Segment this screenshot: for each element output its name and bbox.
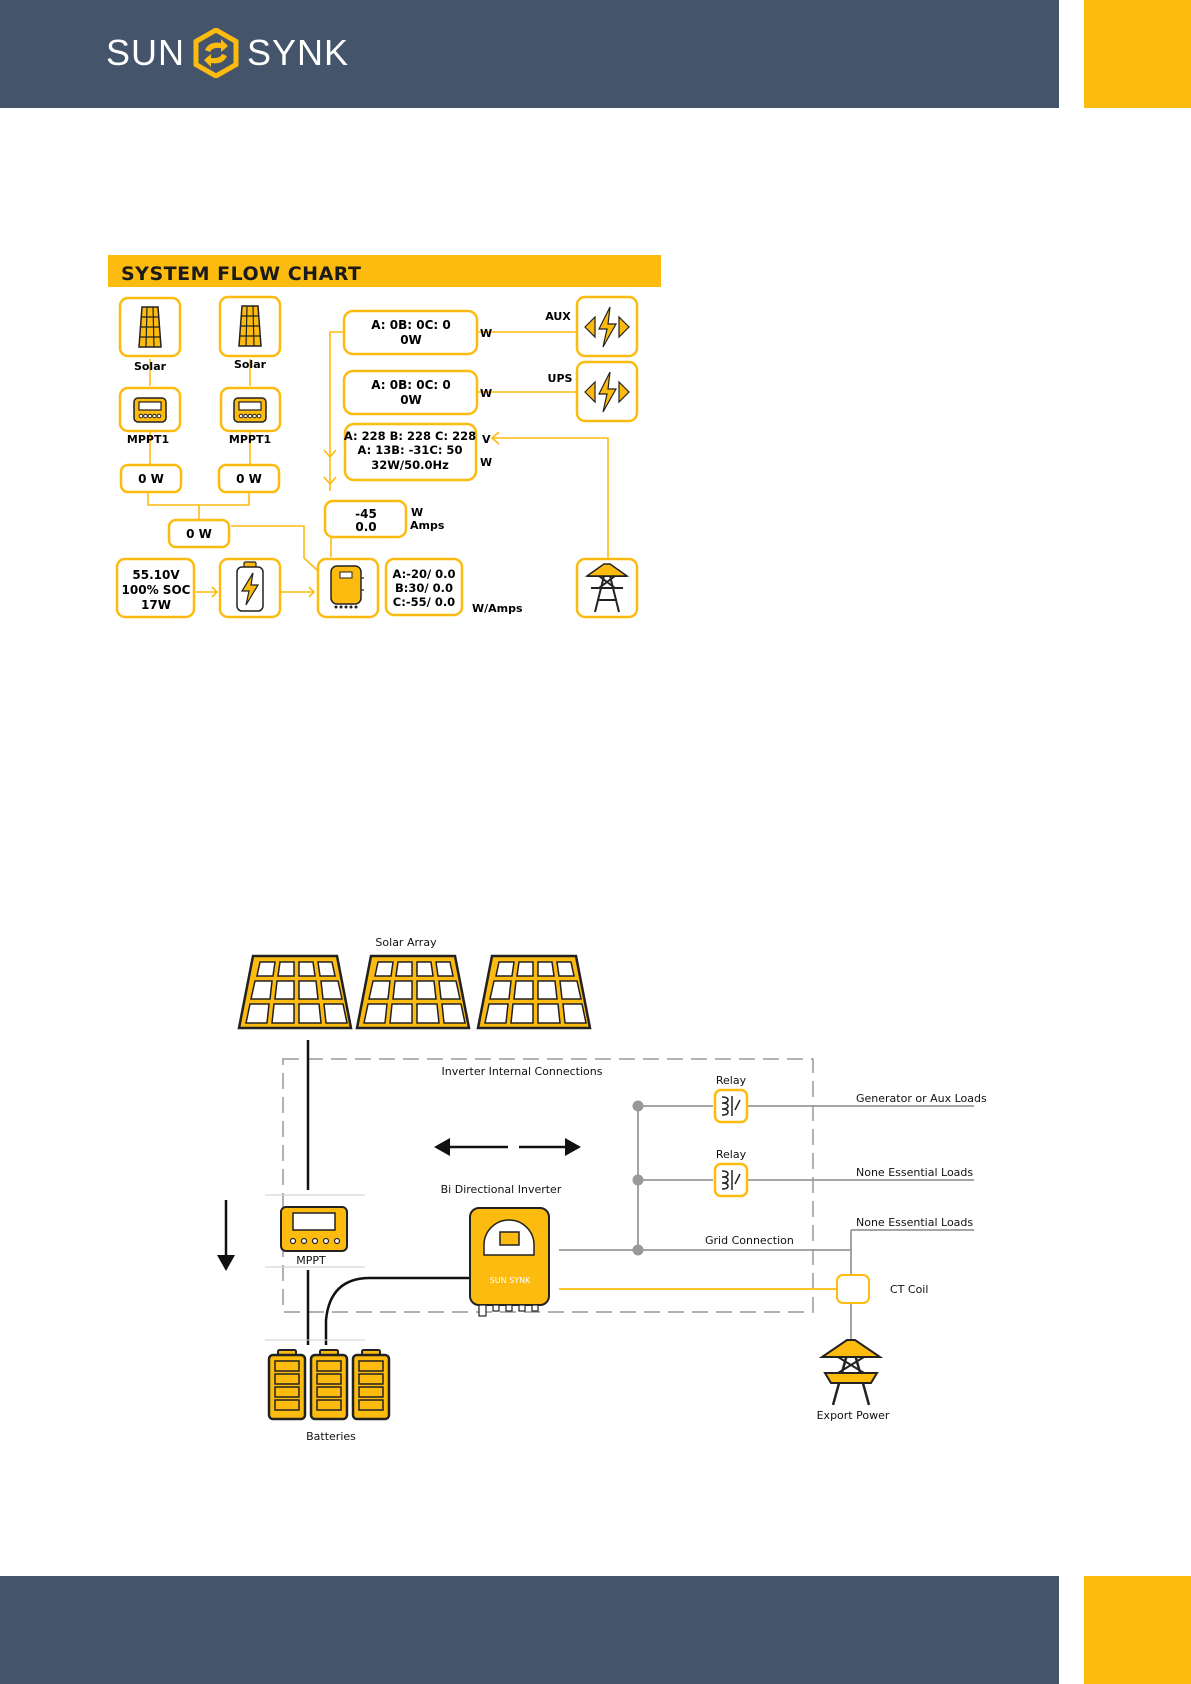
- ups-power: 0W: [400, 393, 422, 407]
- inverter-icon: [330, 565, 364, 609]
- ups-phase-values: A: 0B: 0C: 0: [371, 378, 450, 392]
- footer-accent-tab: [1084, 1576, 1191, 1684]
- battery-icon: [236, 561, 264, 612]
- relay-icon: [713, 1162, 749, 1198]
- bi-directional-inverter-label: Bi Directional Inverter: [441, 1183, 562, 1196]
- aux-power: 0W: [400, 333, 422, 347]
- inverter-power: -45: [355, 507, 377, 521]
- inverter-connection-diagram: Solar Array Inverter Internal Connection…: [217, 936, 987, 1443]
- grid-power-frequency: 32W/50.0Hz: [371, 458, 449, 472]
- battery-icon: [309, 1348, 349, 1421]
- pv1-power-box: [119, 463, 183, 494]
- grid-connection-label: Grid Connection: [705, 1234, 794, 1247]
- mppt-icon: [133, 397, 167, 423]
- header-accent-tab: [1084, 0, 1191, 108]
- solar-label-2: Solar: [234, 358, 267, 371]
- grid-unit-w: W: [480, 456, 492, 469]
- battery-icon: [351, 1348, 391, 1421]
- mppt-icon: [233, 397, 267, 423]
- relay-label-2: Relay: [716, 1148, 747, 1161]
- ups-values-box: [342, 369, 479, 416]
- system-flow-chart: SYSTEM FLOW CHART Solar Solar MPPT1 MPPT…: [108, 255, 661, 619]
- battery-soc: 100% SOC: [122, 583, 191, 597]
- grid-unit-v: V: [482, 433, 491, 446]
- bus-junction: [632, 1244, 644, 1256]
- none-essential-loads-label-1: None Essential Loads: [856, 1166, 973, 1179]
- grid-currents: A: 13B: -31C: 50: [358, 443, 463, 457]
- inverter-unit-w: W: [411, 506, 423, 519]
- logo-text-left: SUN: [106, 32, 186, 73]
- phase-a-value: A:-20/ 0.0: [392, 567, 455, 581]
- inverter-brand-text: SUN SYNK: [490, 1276, 531, 1285]
- phase-b-value: B:30/ 0.0: [395, 581, 453, 595]
- flow-chart-title: SYSTEM FLOW CHART: [121, 263, 362, 285]
- bus-junction: [632, 1100, 644, 1112]
- phase-c-value: C:-55/ 0.0: [393, 595, 455, 609]
- phase-unit: W/Amps: [472, 602, 523, 615]
- bus-junction: [632, 1174, 644, 1186]
- aux-values-box: [342, 309, 479, 356]
- solar-panel-icon: [138, 306, 162, 348]
- flow-chart-title-bar: [108, 255, 661, 287]
- logo-text-right: SYNK: [247, 32, 350, 73]
- battery-power: 17W: [141, 598, 171, 612]
- solar-array-panel-icon: [237, 954, 353, 1030]
- inverter-unit-amps: Amps: [410, 519, 445, 532]
- solar-panel-icon: [238, 305, 262, 347]
- internal-connections-label: Inverter Internal Connections: [442, 1065, 603, 1078]
- ct-coil-label: CT Coil: [890, 1283, 928, 1296]
- pv2-power-box: [217, 463, 281, 494]
- down-arrow-icon: [217, 1200, 235, 1271]
- inverter-internal-boundary: [282, 1058, 814, 1313]
- mppt-label-2: MPPT1: [229, 433, 271, 446]
- battery-icon: [267, 1348, 307, 1421]
- aux-unit: W: [480, 327, 492, 340]
- mppt-label: MPPT: [296, 1254, 326, 1267]
- battery-info-box: [115, 557, 196, 619]
- pv-total-box: [167, 518, 231, 549]
- phase-values-box: [384, 557, 464, 617]
- generator-aux-loads-label: Generator or Aux Loads: [856, 1092, 987, 1105]
- battery-voltage: 55.10V: [132, 568, 180, 582]
- pv2-power: 0 W: [236, 472, 262, 486]
- aux-label: AUX: [545, 310, 571, 323]
- page-footer-bar: [0, 1576, 1059, 1684]
- pv1-power: 0 W: [138, 472, 164, 486]
- relay-icon: [713, 1088, 749, 1124]
- inverter-current: 0.0: [355, 520, 376, 534]
- solar-array-label: Solar Array: [375, 936, 437, 949]
- solar-array-panel-icon: [355, 954, 471, 1030]
- inverter-unit-icon: [469, 1207, 550, 1317]
- solar-label-1: Solar: [134, 360, 167, 373]
- sunsynk-logo-icon: [193, 28, 239, 78]
- sunsynk-logo: SUN SYNK: [106, 26, 349, 80]
- grid-values-box: [343, 422, 478, 482]
- export-power-label: Export Power: [817, 1409, 890, 1422]
- batteries-label: Batteries: [306, 1430, 356, 1443]
- ct-coil-icon: [836, 1274, 870, 1304]
- mppt-unit-icon: [280, 1206, 348, 1252]
- none-essential-loads-label-2: None Essential Loads: [856, 1216, 973, 1229]
- grid-voltages: A: 228 B: 228 C: 228: [344, 429, 476, 443]
- relay-label-1: Relay: [716, 1074, 747, 1087]
- inverter-values-box: [323, 499, 408, 539]
- ups-label: UPS: [548, 372, 573, 385]
- page-header-bar: [0, 0, 1059, 108]
- battery-to-inverter-cable: [324, 1276, 470, 1345]
- mppt-label-1: MPPT1: [127, 433, 169, 446]
- aux-phase-values: A: 0B: 0C: 0: [371, 318, 450, 332]
- export-pylon-icon: [818, 1339, 884, 1406]
- pv-total-power: 0 W: [186, 527, 212, 541]
- solar-array-panel-icon: [476, 954, 592, 1030]
- bidirectional-arrow-icon: [434, 1138, 581, 1156]
- ups-unit: W: [480, 387, 492, 400]
